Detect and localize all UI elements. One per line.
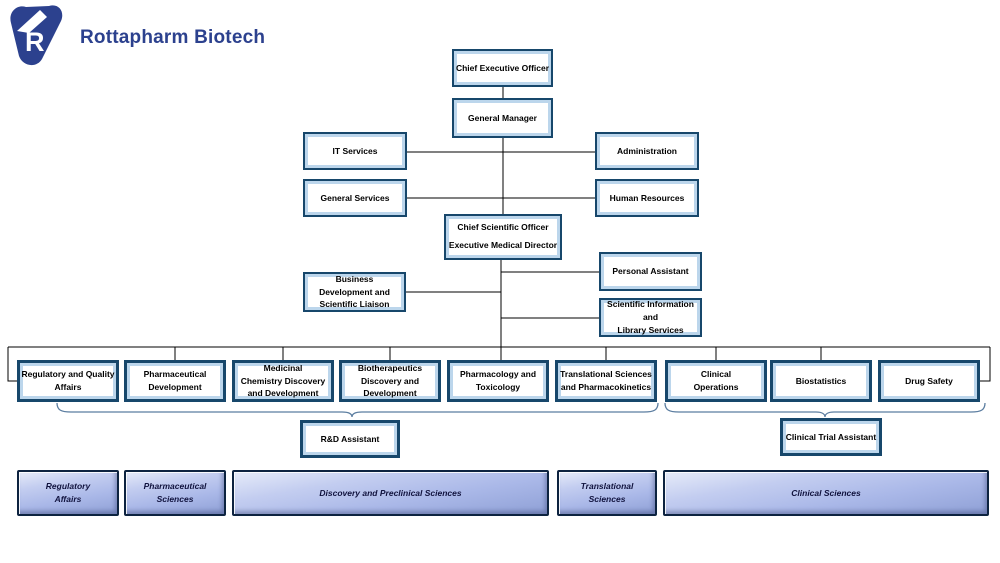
org-box-general-services: General Services — [303, 179, 407, 217]
org-box-scientific-information: Scientific Information and Library Servi… — [599, 298, 702, 337]
rottapharm-logo-icon: R — [10, 5, 63, 66]
org-box-clinical-trial-assistant: Clinical Trial Assistant — [780, 418, 882, 456]
svg-text:R: R — [25, 27, 45, 57]
org-box-pharmacology-toxicology: Pharmacology and Toxicology — [447, 360, 549, 402]
org-box-translational-sciences: Translational Sciences and Pharmacokinet… — [555, 360, 657, 402]
group-braces — [56, 402, 986, 418]
brand-name: Rottapharm Biotech — [80, 27, 266, 48]
category-bar-clinical-sciences: Clinical Sciences — [663, 470, 989, 516]
org-box-biostatistics: Biostatistics — [770, 360, 872, 402]
org-box-pharmaceutical-development: Pharmaceutical Development — [124, 360, 226, 402]
org-box-regulatory-quality: Regulatory and Quality Affairs — [17, 360, 119, 402]
org-box-drug-safety: Drug Safety — [878, 360, 980, 402]
org-box-cso: Chief Scientific Officer Executive Medic… — [444, 214, 562, 260]
org-box-human-resources: Human Resources — [595, 179, 699, 217]
org-box-biotherapeutics: Biotherapeutics Discovery and Developmen… — [339, 360, 441, 402]
org-box-personal-assistant: Personal Assistant — [599, 252, 702, 291]
category-bar-pharmaceutical-sciences: Pharmaceutical Sciences — [124, 470, 226, 516]
org-box-general-manager: General Manager — [452, 98, 553, 138]
category-bar-translational-sciences: Translational Sciences — [557, 470, 657, 516]
category-bar-regulatory-affairs: Regulatory Affairs — [17, 470, 119, 516]
org-box-administration: Administration — [595, 132, 699, 170]
org-box-clinical-operations: Clinical Operations — [665, 360, 767, 402]
org-box-ceo: Chief Executive Officer — [452, 49, 553, 87]
category-bar-discovery-preclinical: Discovery and Preclinical Sciences — [232, 470, 549, 516]
org-box-business-development: Business Development and Scientific Liai… — [303, 272, 406, 312]
org-box-rd-assistant: R&D Assistant — [300, 420, 400, 458]
org-box-medicinal-chemistry: Medicinal Chemistry Discovery and Develo… — [232, 360, 334, 402]
org-box-it-services: IT Services — [303, 132, 407, 170]
